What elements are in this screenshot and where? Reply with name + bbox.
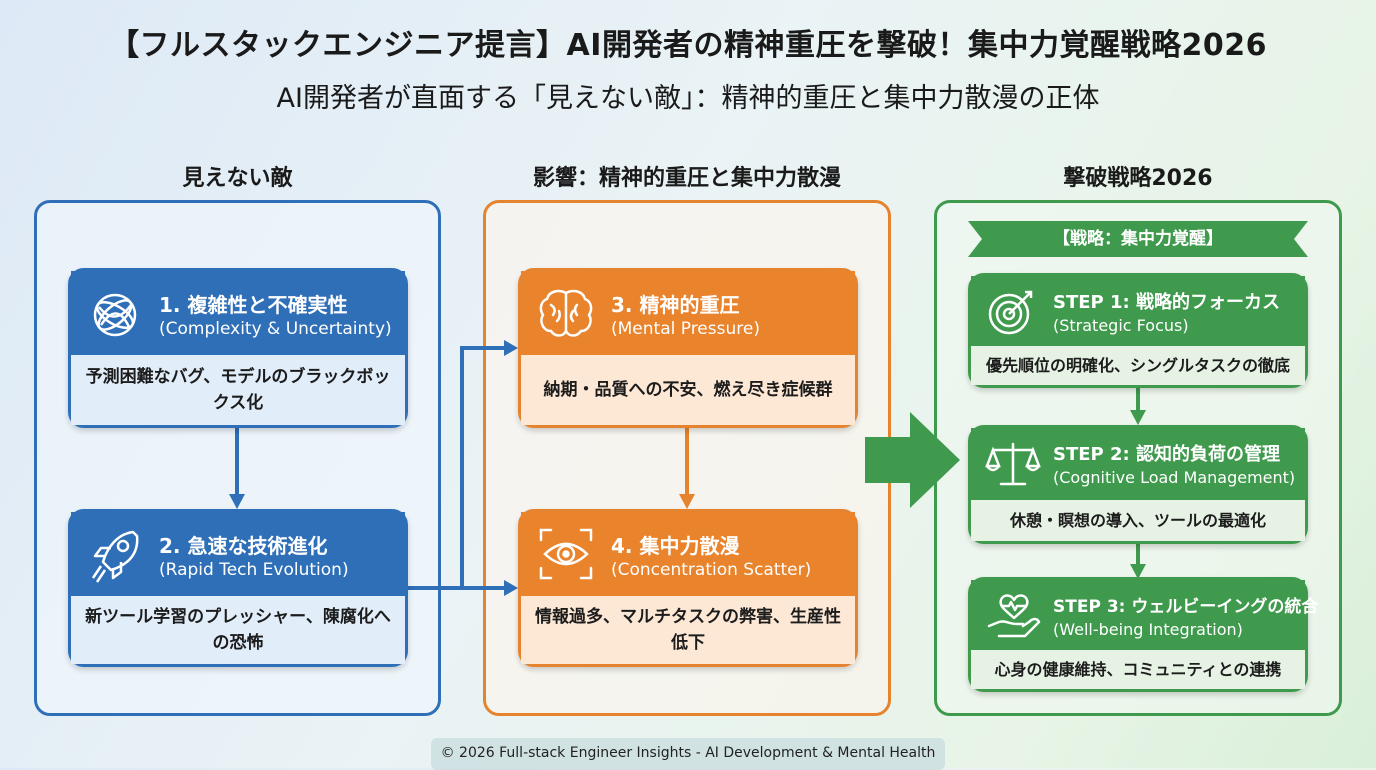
column-heading-impact: 影響：精神的重圧と集中力散漫 [532, 166, 841, 191]
step-title: STEP 3: ウェルビーイングの統合 [1053, 597, 1319, 617]
target-icon [988, 290, 1033, 335]
page-title: 【フルスタックエンジニア提言】AI開発者の精神重圧を撃破！集中力覚醒戦略2026 [109, 28, 1267, 63]
scattered-eye-icon [539, 528, 593, 580]
card-subtitle: (Concentration Scatter) [611, 560, 812, 580]
card-title: 4. 集中力散漫 [611, 534, 740, 558]
footer-credit: © 2026 Full-stack Engineer Insights - AI… [431, 738, 945, 770]
column-heading-enemy: 見えない敵 [182, 166, 293, 191]
strategy-banner-label: 【戦略：集中力覚醒】 [1053, 229, 1223, 249]
card-subtitle: (Rapid Tech Evolution) [159, 560, 349, 580]
card-description: 情報過多、マルチタスクの弊害、生産性低下 [521, 596, 855, 664]
card-title: 3. 精神的重圧 [611, 293, 740, 317]
rocket-icon [91, 530, 139, 583]
step-description: 休憩・瞑想の導入、ツールの最適化 [971, 500, 1305, 541]
heart-hand-icon [987, 594, 1041, 638]
step-title: STEP 2: 認知的負荷の管理 [1053, 444, 1280, 465]
step-wellbeing: STEP 3: ウェルビーイングの統合 (Well-being Integrat… [968, 577, 1318, 692]
step-subtitle: (Cognitive Load Management) [1053, 468, 1296, 487]
card-description: 納期・品質への不安、燃え尽き症候群 [521, 355, 855, 425]
step-subtitle: (Well-being Integration) [1053, 620, 1243, 639]
card-subtitle: (Mental Pressure) [611, 319, 760, 339]
card-title: 2. 急速な技術進化 [159, 534, 328, 558]
balance-scale-icon [985, 442, 1041, 486]
card-title: 1. 複雑性と不確実性 [159, 293, 348, 317]
page-subtitle: AI開発者が直面する「見えない敵」：精神的重圧と集中力散漫の正体 [276, 83, 1100, 114]
card-rapid-tech: 2. 急速な技術進化 (Rapid Tech Evolution) 新ツール学習… [68, 509, 408, 667]
step-description: 心身の健康維持、コミュニティとの連携 [971, 650, 1305, 689]
card-subtitle: (Complexity & Uncertainty) [159, 319, 392, 339]
card-complexity: 1. 複雑性と不確実性 (Complexity & Uncertainty) 予… [68, 268, 408, 428]
card-description: 予測困難なバグ、モデルのブラックボックス化 [71, 355, 405, 425]
step-subtitle: (Strategic Focus) [1053, 316, 1189, 335]
brain-icon [539, 289, 593, 337]
step-title: STEP 1: 戦略的フォーカス [1053, 292, 1280, 313]
step-strategic-focus: STEP 1: 戦略的フォーカス (Strategic Focus) 優先順位の… [968, 273, 1308, 388]
tangled-yarn-icon [93, 293, 137, 337]
card-concentration-scatter: 4. 集中力散漫 (Concentration Scatter) 情報過多、マル… [518, 509, 858, 667]
step-description: 優先順位の明確化、シングルタスクの徹底 [971, 346, 1305, 385]
step-cognitive-load: STEP 2: 認知的負荷の管理 (Cognitive Load Managem… [968, 425, 1308, 544]
card-mental-pressure: 3. 精神的重圧 (Mental Pressure) 納期・品質への不安、燃え尽… [518, 268, 858, 428]
card-description: 新ツール学習のプレッシャー、陳腐化への恐怖 [71, 596, 405, 664]
strategy-banner [968, 221, 1308, 257]
column-heading-strategy: 撃破戦略2026 [1063, 166, 1213, 191]
